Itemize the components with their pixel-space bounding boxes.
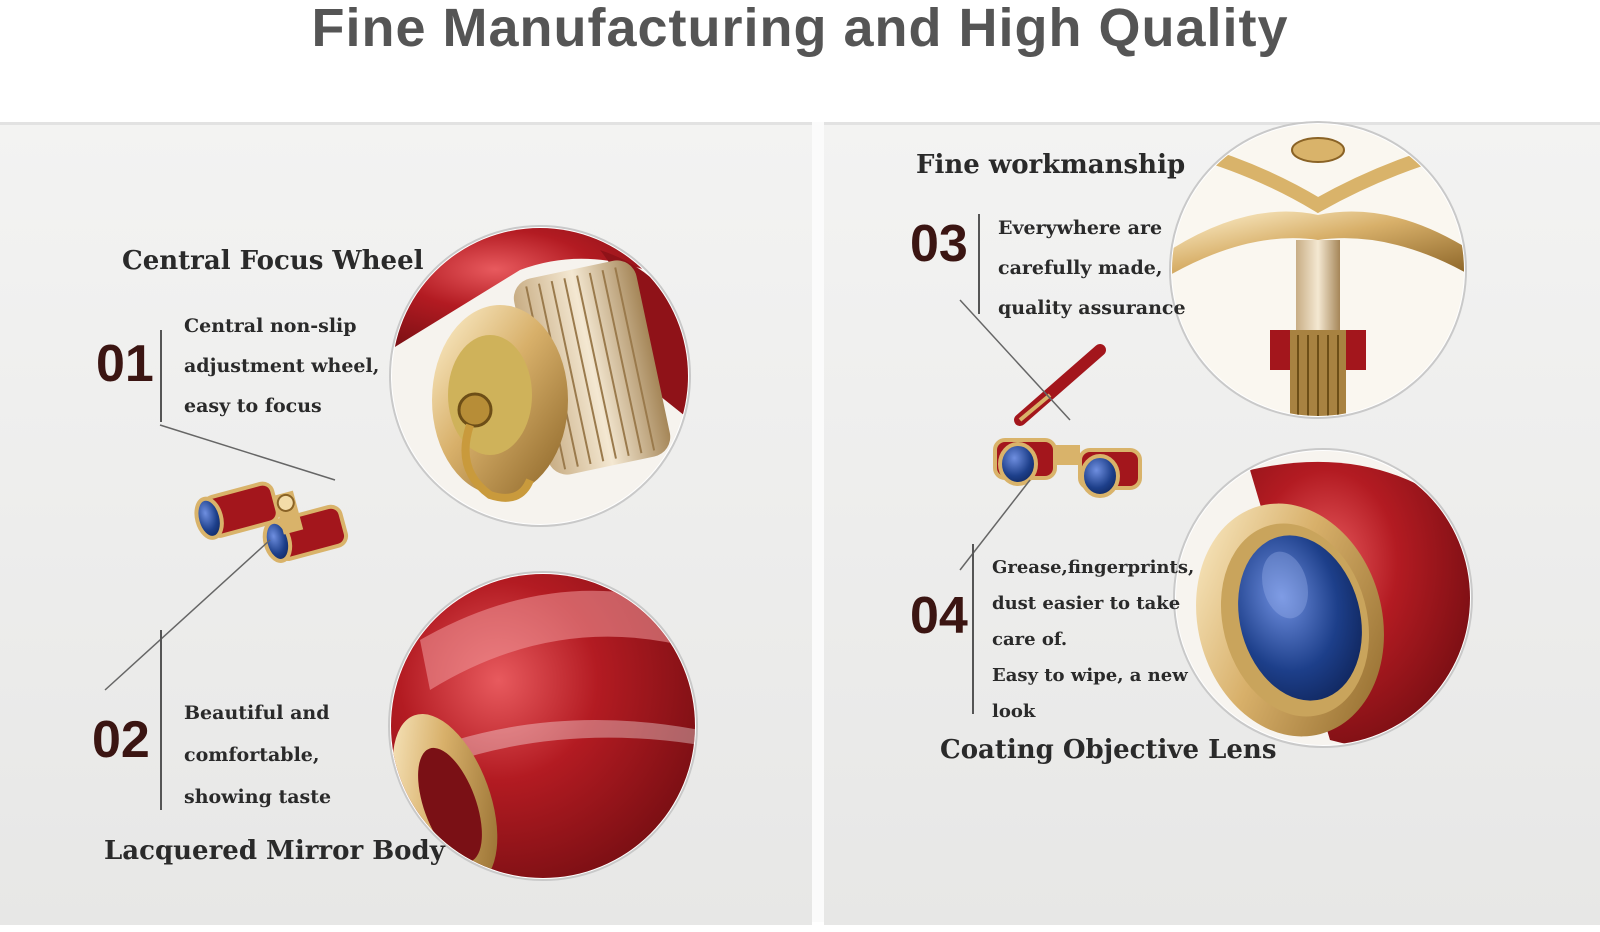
divider-line	[972, 544, 974, 714]
description-line: Easy to wipe, a new	[992, 665, 1188, 686]
description-line: adjustment wheel,	[184, 355, 380, 377]
heading-fine-workmanship: Fine workmanship	[916, 150, 1186, 180]
heading-coating-objective-lens: Coating Objective Lens	[940, 735, 1277, 765]
description-line: care of.	[992, 629, 1068, 650]
description-line: showing taste	[184, 786, 332, 808]
description-line: Central non-slip	[184, 315, 357, 337]
heading-central-focus-wheel: Central Focus Wheel	[122, 246, 424, 276]
description-line: quality assurance	[998, 297, 1186, 319]
description-line: Grease,fingerprints,	[992, 557, 1195, 578]
divider-line	[160, 630, 162, 810]
page-title: Fine Manufacturing and High Quality	[311, 0, 1289, 58]
feature-number-02: 02	[92, 711, 150, 769]
description-line: Beautiful and	[184, 702, 330, 724]
description-02: Beautiful and comfortable, showing taste	[184, 692, 331, 818]
left-panel	[0, 122, 812, 925]
description-line: comfortable,	[184, 744, 320, 766]
divider-line	[978, 214, 980, 314]
description-03: Everywhere are carefully made, quality a…	[998, 208, 1186, 328]
feature-number-01: 01	[96, 335, 154, 393]
divider-line	[160, 330, 162, 422]
description-01: Central non-slip adjustment wheel, easy …	[184, 306, 379, 426]
description-line: Everywhere are	[998, 217, 1163, 239]
description-04: Grease,fingerprints, dust easier to take…	[992, 550, 1194, 730]
description-line: dust easier to take	[992, 593, 1181, 614]
description-line: look	[992, 701, 1036, 722]
feature-number-04: 04	[910, 587, 968, 645]
description-line: carefully made,	[998, 257, 1163, 279]
heading-lacquered-mirror-body: Lacquered Mirror Body	[104, 836, 445, 866]
description-line: easy to focus	[184, 395, 322, 417]
panel-divider	[812, 122, 824, 922]
feature-number-03: 03	[910, 215, 968, 273]
